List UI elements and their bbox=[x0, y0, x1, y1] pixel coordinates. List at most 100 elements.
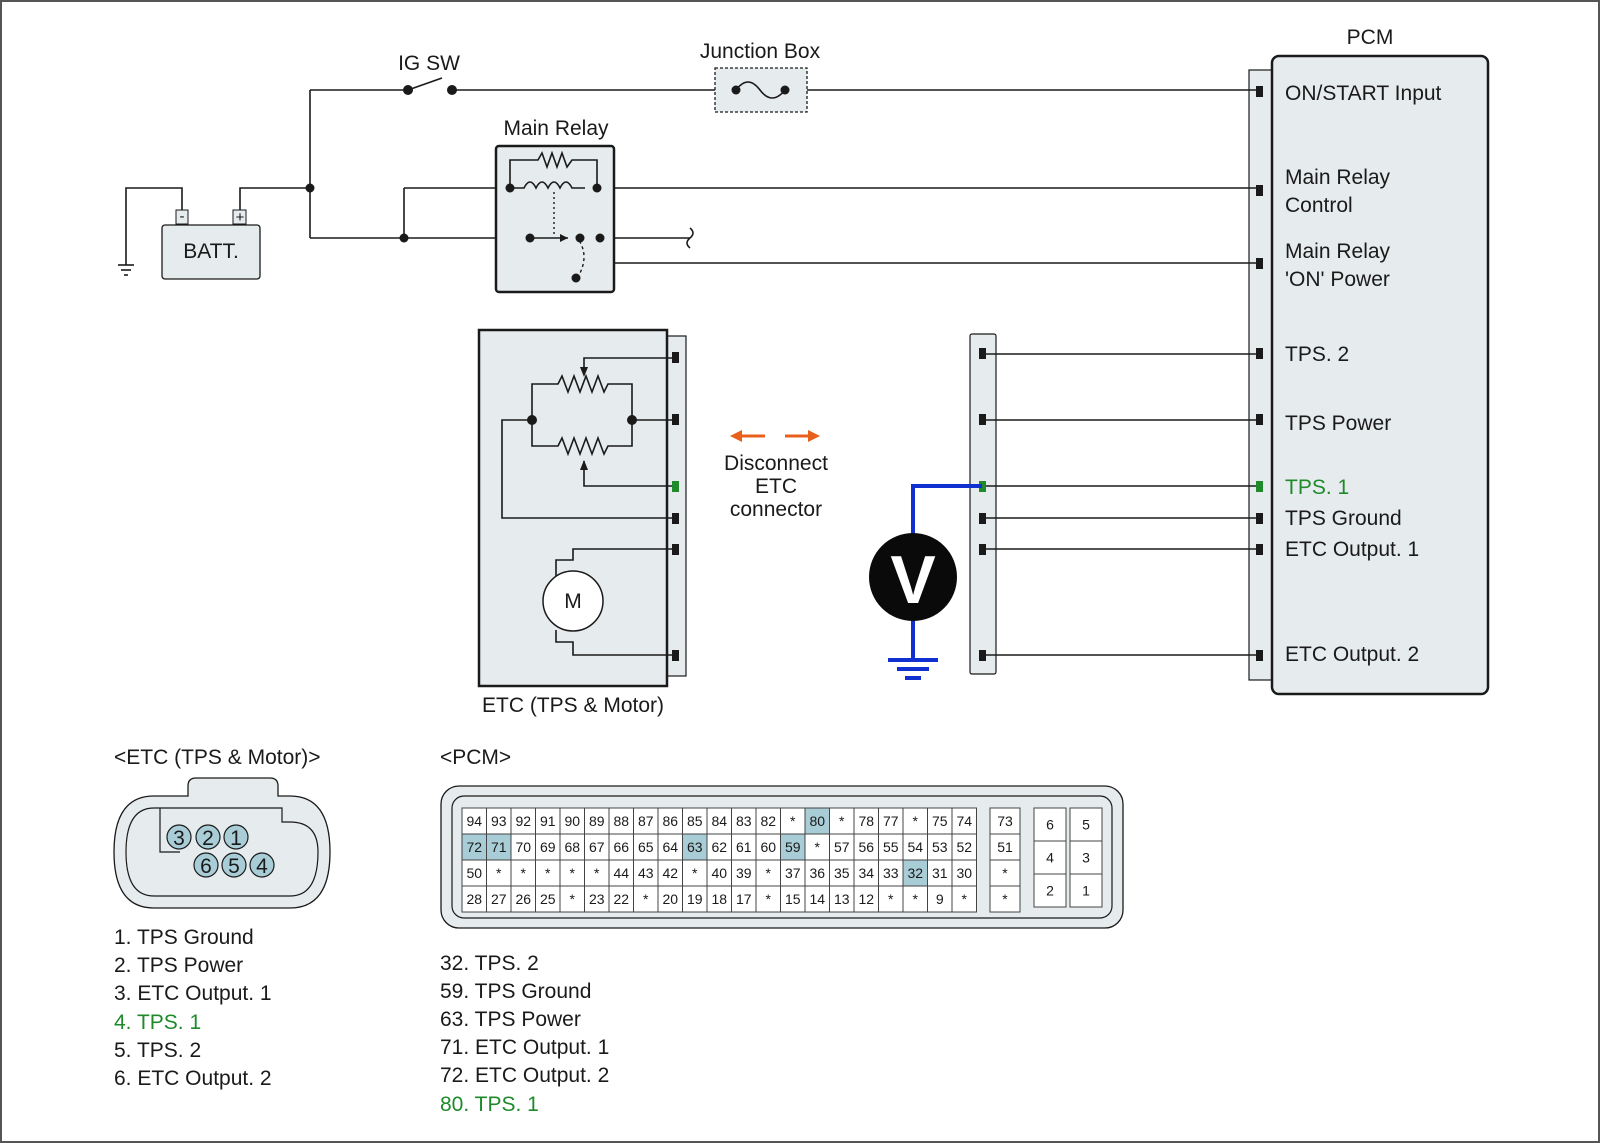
pcm-pin-tps-ground: TPS Ground bbox=[1285, 507, 1402, 530]
pcm-legend-item: 63. TPS Power bbox=[440, 1008, 581, 1031]
pcm-pin-number: * bbox=[545, 865, 551, 881]
pcm-pin-cell bbox=[657, 859, 683, 887]
etc-connector-face: 3 2 1 6 5 4 bbox=[113, 777, 331, 909]
pcm-pin-cell bbox=[989, 833, 1021, 861]
etc-pin-1: 1 bbox=[230, 827, 242, 850]
pcm-pin-tps1: TPS. 1 bbox=[1285, 476, 1349, 499]
pcm-pin-number: 5 bbox=[1082, 817, 1090, 833]
pcm-legend-item: 80. TPS. 1 bbox=[440, 1093, 539, 1116]
pcm-pin-number: 4 bbox=[1046, 850, 1054, 866]
etc-pin-3: 3 bbox=[173, 827, 185, 850]
pcm-pin-tps-power: TPS Power bbox=[1285, 412, 1391, 435]
junction-dot bbox=[399, 233, 409, 243]
pcm-pin-cell bbox=[706, 833, 732, 861]
pcm-title: PCM bbox=[1347, 26, 1394, 49]
pcm-pin-number: * bbox=[815, 839, 821, 855]
pcm-pin-number: 1 bbox=[1082, 883, 1090, 899]
pcm-pin-cell bbox=[755, 885, 781, 913]
pcm-pin-number: * bbox=[913, 813, 919, 829]
pcm-pin-number: 35 bbox=[834, 865, 850, 881]
pcm-pin-number: 28 bbox=[466, 891, 482, 907]
etc-legend-item: 4. TPS. 1 bbox=[114, 1011, 201, 1034]
pcm-pin-cell bbox=[657, 885, 683, 913]
pcm-box bbox=[1270, 54, 1490, 696]
pcm-connector-strip bbox=[1248, 69, 1276, 681]
pcm-pin-cell bbox=[510, 859, 536, 887]
pcm-pin-number: 36 bbox=[809, 865, 825, 881]
pcm-pin-cell bbox=[878, 833, 904, 861]
pcm-pin-number: * bbox=[913, 891, 919, 907]
voltmeter: V bbox=[869, 484, 982, 680]
pcm-pin-number: 26 bbox=[515, 891, 531, 907]
disconnect-text-1: Disconnect bbox=[724, 452, 828, 475]
pcm-pin-number: 50 bbox=[466, 865, 482, 881]
pcm-pin-number: 34 bbox=[858, 865, 874, 881]
pcm-pin-number: 72 bbox=[466, 839, 482, 855]
batt-pos-label: + bbox=[236, 209, 245, 226]
pcm-connector-title: <PCM> bbox=[440, 746, 511, 769]
pcm-pin-number: * bbox=[1002, 891, 1008, 907]
pcm-pin-number: 59 bbox=[785, 839, 801, 855]
pcm-pin-cell bbox=[780, 807, 806, 835]
pcm-pin-labels: ON/START Input Main Relay Control Main R… bbox=[1285, 82, 1442, 666]
pcm-pin-number: 40 bbox=[711, 865, 727, 881]
pcm-pin-number: * bbox=[766, 865, 772, 881]
harness-wires bbox=[986, 353, 1256, 656]
pcm-pin-cell bbox=[780, 833, 806, 861]
pcm-pin-cell bbox=[461, 885, 487, 913]
pcm-pin-number: 27 bbox=[491, 891, 507, 907]
etc-legend-item: 3. ETC Output. 1 bbox=[114, 982, 272, 1005]
pcm-pin-number: 69 bbox=[540, 839, 556, 855]
voltmeter-icon bbox=[869, 533, 957, 621]
pcm-pin-number: 19 bbox=[687, 891, 703, 907]
pcm-pin-cell bbox=[989, 885, 1021, 913]
etc-legend-item: 5. TPS. 2 bbox=[114, 1039, 201, 1062]
pcm-pin-cell bbox=[902, 833, 928, 861]
etc-module: ETC (TPS & Motor) M bbox=[477, 328, 687, 717]
pcm-pin-number: 37 bbox=[785, 865, 801, 881]
motor-icon bbox=[542, 570, 604, 632]
junction-box: Junction Box bbox=[700, 40, 821, 113]
pcm-pin-cell bbox=[731, 833, 757, 861]
pcm-pin-number: 84 bbox=[711, 813, 727, 829]
pcm-pin-etc-output2: ETC Output. 2 bbox=[1285, 643, 1419, 666]
pcm-pin-main-relay-on-power-2: 'ON' Power bbox=[1285, 268, 1390, 291]
pcm-pin-cell bbox=[559, 885, 585, 913]
etc-pin-5: 5 bbox=[228, 855, 240, 878]
pcm-pin-number: * bbox=[962, 891, 968, 907]
pcm-pin-main-relay-control-1: Main Relay bbox=[1285, 166, 1391, 189]
pcm-pin-number: 53 bbox=[932, 839, 948, 855]
pcm-pin-number: 82 bbox=[760, 813, 776, 829]
pcm-pin-cell bbox=[927, 885, 953, 913]
pcm-pin-cell bbox=[706, 807, 732, 835]
pcm-pin-number: 62 bbox=[711, 839, 727, 855]
pcm-pin-number: 3 bbox=[1082, 850, 1090, 866]
pcm-pin-cell bbox=[951, 885, 977, 913]
pcm-pin-number: 94 bbox=[466, 813, 482, 829]
pcm-pin-cell bbox=[608, 807, 634, 835]
pcm-pin-number: * bbox=[643, 891, 649, 907]
pcm-pin-number: 86 bbox=[662, 813, 678, 829]
harness-connector bbox=[969, 333, 997, 675]
pcm-pin-number: * bbox=[521, 865, 527, 881]
pcm-pin-number: * bbox=[766, 891, 772, 907]
pcm-pin-number: 15 bbox=[785, 891, 801, 907]
pcm-legend-item: 32. TPS. 2 bbox=[440, 952, 539, 975]
pcm-pin-number: 78 bbox=[858, 813, 874, 829]
pcm-pin-number: * bbox=[496, 865, 502, 881]
pcm-pin-etc-output1: ETC Output. 1 bbox=[1285, 538, 1419, 561]
pcm-pin-number: 25 bbox=[540, 891, 556, 907]
pcm-pin-number: * bbox=[888, 891, 894, 907]
pcm-pin-number: 17 bbox=[736, 891, 752, 907]
pcm-pin-number: 22 bbox=[613, 891, 629, 907]
pcm-pin-number: 32 bbox=[907, 865, 923, 881]
pcm-pin-cell bbox=[878, 885, 904, 913]
pcm-pin-cell bbox=[1033, 873, 1067, 908]
pcm-pin-cell bbox=[461, 859, 487, 887]
pcm-pin-number: * bbox=[692, 865, 698, 881]
disconnect-text-3: connector bbox=[730, 498, 822, 521]
pcm-pin-number: 52 bbox=[956, 839, 972, 855]
pcm-pin-tps2: TPS. 2 bbox=[1285, 343, 1349, 366]
pcm-pin-number: * bbox=[594, 865, 600, 881]
pcm-pin-cell bbox=[510, 807, 536, 835]
